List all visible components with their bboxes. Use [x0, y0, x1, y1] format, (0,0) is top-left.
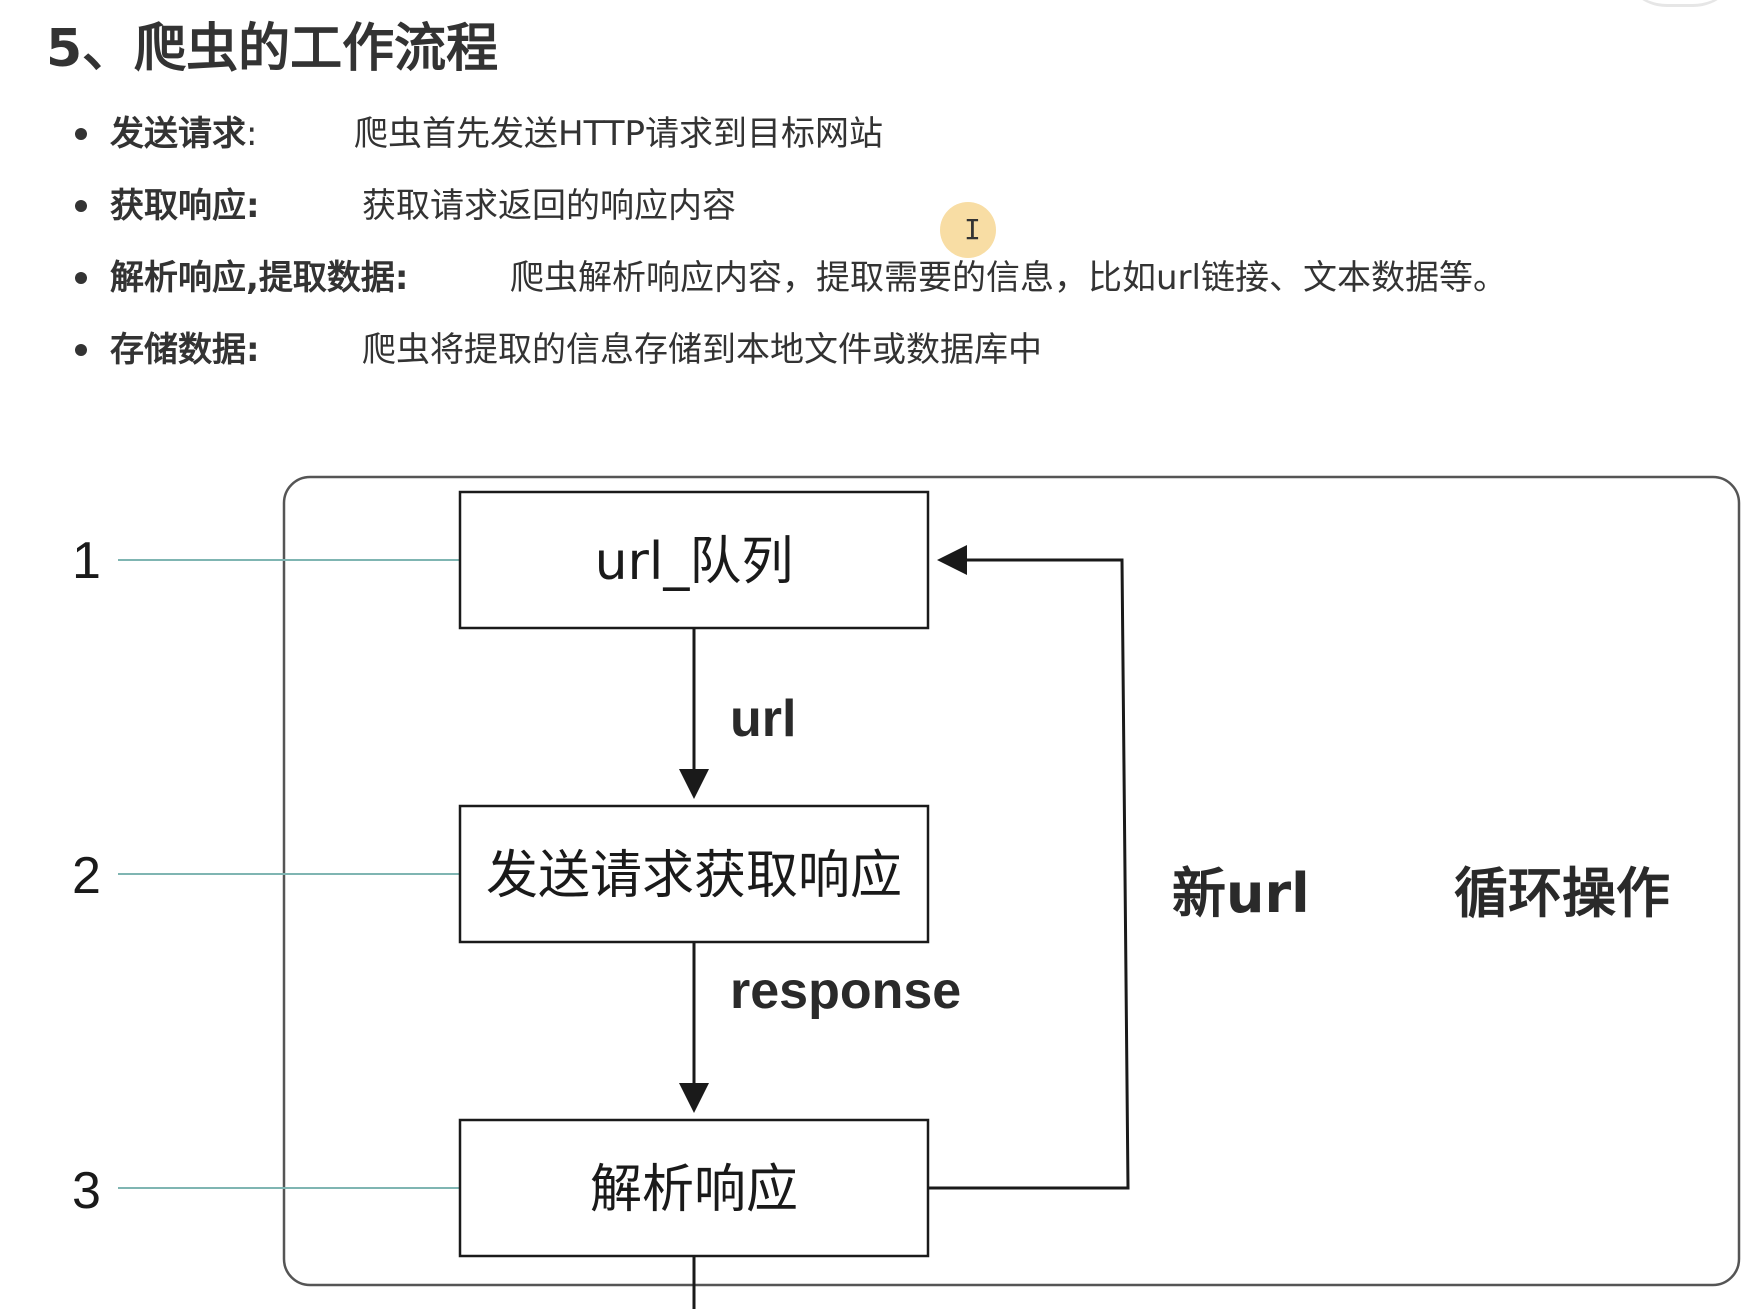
- edge-label-new-url: 新url: [1172, 862, 1310, 925]
- step-1-number: 1: [72, 532, 101, 590]
- parse-response-box: [458, 1118, 930, 1258]
- url-queue-box: [458, 490, 930, 630]
- parse-response-label: 解析响应: [590, 1160, 798, 1220]
- loop-frame: [282, 475, 1741, 1287]
- step-2-number: 2: [72, 847, 101, 905]
- bullet-dot: [75, 128, 87, 140]
- list-item-text: 爬虫首先发送HTTP请求到目标网站: [354, 114, 884, 154]
- text-cursor-icon: I: [964, 213, 981, 246]
- send-request-label: 发送请求获取响应: [486, 846, 902, 906]
- term-separator: :: [246, 114, 258, 154]
- url-queue-label: url_队列: [595, 532, 794, 592]
- bullet-dot: [75, 272, 87, 284]
- bullet-dot: [75, 200, 87, 212]
- bullet-dot: [75, 344, 87, 356]
- list-item-term: 解析响应,提取数据:: [110, 258, 409, 298]
- arrow-parse-to-queue: [928, 545, 1130, 1190]
- list-item-term: 获取响应:: [110, 186, 260, 226]
- list-item-term: 发送请求:: [110, 114, 258, 154]
- step-3-number: 3: [72, 1162, 101, 1220]
- loop-label: 循环操作: [1454, 862, 1670, 925]
- list-item-text: 获取请求返回的响应内容: [362, 186, 736, 226]
- cursor-highlight: [940, 202, 996, 258]
- scrolled-element-edge: [1620, 0, 1740, 7]
- list-item-term: 存储数据:: [110, 330, 260, 370]
- edge-label-url: url: [730, 690, 796, 748]
- list-item-text: 爬虫将提取的信息存储到本地文件或数据库中: [362, 330, 1042, 370]
- list-item-text: 爬虫解析响应内容，提取需要的信息，比如url链接、文本数据等。: [510, 258, 1507, 298]
- send-request-box: [458, 804, 930, 944]
- section-heading: 5、爬虫的工作流程: [46, 19, 499, 79]
- edge-label-response: response: [730, 962, 961, 1020]
